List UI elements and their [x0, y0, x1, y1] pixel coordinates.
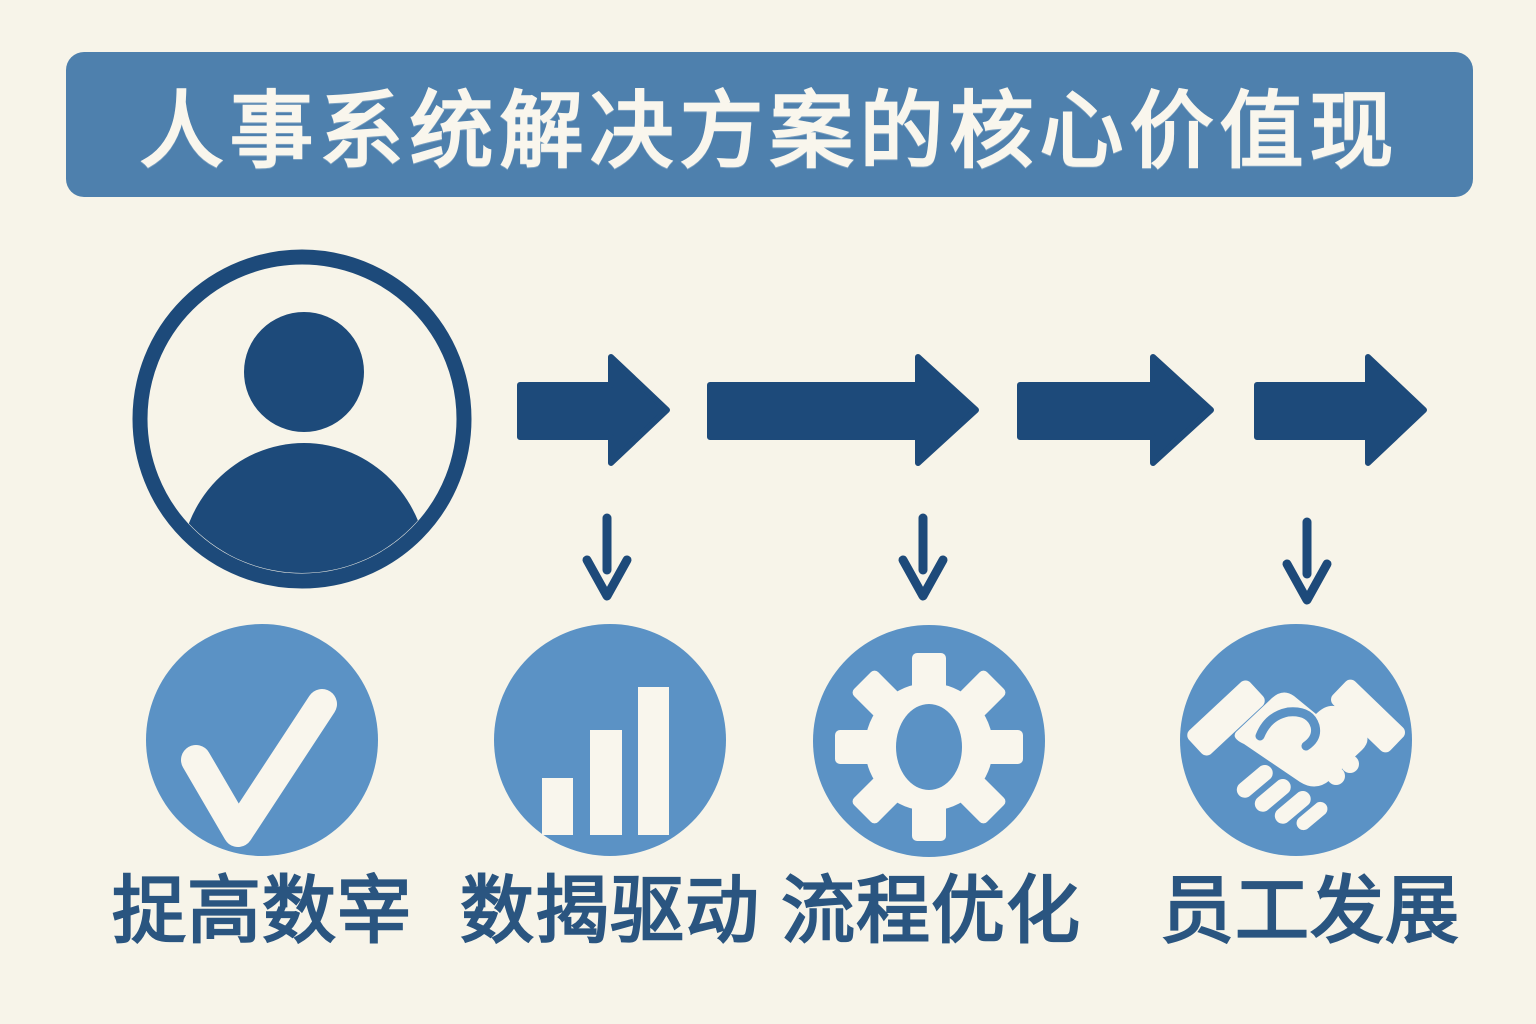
gear-icon — [835, 653, 1023, 841]
flow-arrow-right-2-icon — [707, 354, 979, 466]
checkmark-icon — [181, 689, 337, 847]
value-label-employee: 员工发展 — [1160, 869, 1460, 952]
flow-arrow-right-1-icon — [517, 354, 670, 466]
value-circle-process — [813, 625, 1045, 857]
handshake-icon — [1187, 679, 1405, 831]
flow-arrow-right-3-icon — [1017, 354, 1214, 466]
value-label-data: 数揭驱动 — [460, 869, 760, 952]
value-label-efficiency: 捉高数宰 — [112, 869, 412, 952]
value-label-process: 流程优化 — [781, 869, 1081, 952]
value-circle-efficiency — [146, 624, 378, 856]
value-circle-employee — [1180, 624, 1412, 856]
person-circle-outline — [132, 249, 472, 589]
person-avatar-icon — [132, 249, 472, 589]
flow-arrow-right-4-icon — [1254, 354, 1427, 466]
title-banner: 人事系统解决方案的核心价值现 — [66, 52, 1473, 197]
flow-arrow-down-3-icon — [1282, 517, 1332, 605]
person-shoulders — [180, 443, 428, 573]
flow-arrow-down-1-icon — [582, 513, 632, 601]
person-head — [244, 312, 364, 432]
page-title: 人事系统解决方案的核心价值现 — [139, 84, 1400, 178]
value-circle-data — [494, 624, 726, 856]
flow-arrow-down-2-icon — [898, 513, 948, 601]
bar-chart-icon — [542, 687, 669, 835]
